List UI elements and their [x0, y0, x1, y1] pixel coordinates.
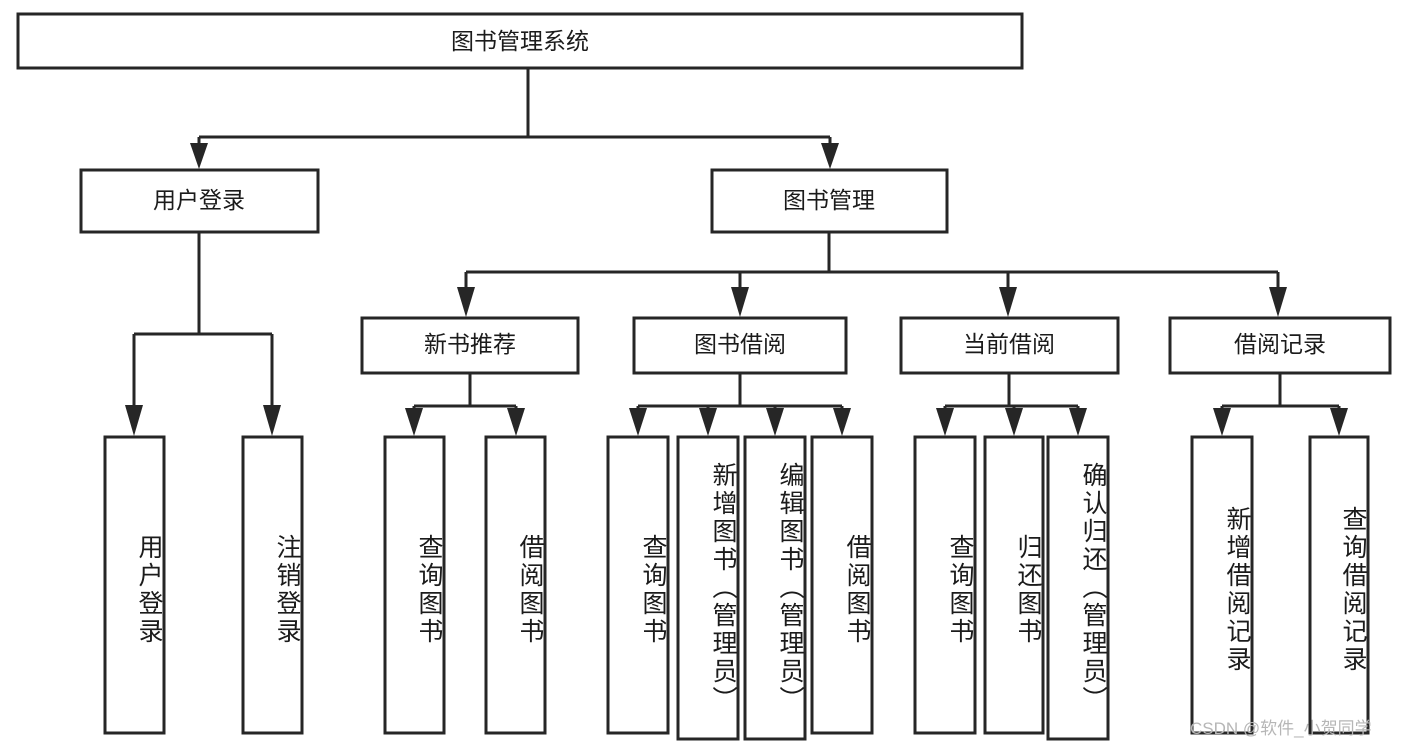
arrow-head-icon-leaf-borrow-book-2	[833, 408, 851, 436]
node-leaf-query-book-3-box[interactable]	[913, 435, 977, 735]
arrow-head-icon-borrow-record	[1269, 287, 1287, 317]
connector-book-management-to-level2	[457, 232, 1287, 317]
arrow-head-icon-leaf-borrow-book-1	[507, 408, 525, 436]
node-current-borrow-label: 当前借阅	[963, 331, 1055, 357]
node-leaf-edit-book-box[interactable]	[743, 435, 807, 741]
connector-borrow-record-to-leaves	[1213, 373, 1348, 436]
node-borrow-record-box[interactable]	[1168, 316, 1392, 375]
arrow-head-icon-book-management	[821, 143, 839, 169]
node-new-book-recommend[interactable]: 新书推荐	[360, 316, 580, 375]
node-book-borrow[interactable]: 图书借阅	[632, 316, 848, 375]
arrow-head-icon-new-book-recommend	[457, 287, 475, 317]
node-book-management[interactable]: 图书管理	[710, 168, 949, 234]
node-leaf-add-book-box[interactable]	[676, 435, 740, 741]
node-root-box[interactable]	[16, 12, 1024, 70]
node-borrow-record-label: 借阅记录	[1234, 331, 1326, 357]
arrow-head-icon-leaf-user-login	[125, 405, 143, 436]
node-leaf-borrow-book-2-box[interactable]	[810, 435, 874, 735]
node-new-book-recommend-label: 新书推荐	[424, 331, 516, 357]
csdn-watermark: CSDN @软件_小贺同学	[1190, 719, 1372, 738]
node-book-borrow-box[interactable]	[632, 316, 848, 375]
arrow-head-icon-leaf-add-record	[1213, 408, 1231, 436]
arrow-head-icon-leaf-edit-book	[766, 408, 784, 436]
arrow-head-icon-leaf-logout-login	[263, 405, 281, 436]
node-leaf-query-record-box[interactable]	[1308, 435, 1370, 735]
arrow-head-icon-book-borrow	[731, 287, 749, 317]
node-leaf-add-record-box[interactable]	[1190, 435, 1254, 735]
node-user-login[interactable]: 用户登录	[79, 168, 320, 234]
node-book-management-box[interactable]	[710, 168, 949, 234]
connector-user-login-to-leaves	[125, 232, 281, 436]
arrow-head-icon-leaf-query-record	[1330, 408, 1348, 436]
node-root-label: 图书管理系统	[451, 28, 589, 54]
arrow-head-icon-leaf-return-book	[1005, 408, 1023, 436]
arrow-head-icon-leaf-query-book-1	[405, 408, 423, 436]
arrow-head-icon-leaf-confirm-return	[1069, 408, 1087, 436]
node-leaf-query-book-2-box[interactable]	[606, 435, 670, 735]
connector-book-borrow-to-leaves	[629, 373, 851, 436]
node-book-borrow-label: 图书借阅	[694, 331, 786, 357]
arrow-head-icon-leaf-query-book-3	[936, 408, 954, 436]
connector-root-to-level1	[190, 68, 839, 169]
node-leaf-user-login-box[interactable]	[103, 435, 166, 735]
connector-current-borrow-to-leaves	[936, 373, 1087, 436]
arrow-head-icon-user-login	[190, 143, 208, 169]
arrow-head-icon-current-borrow	[999, 287, 1017, 317]
connector-new-book-recommend-to-leaves	[405, 373, 525, 436]
node-leaf-borrow-book-1-box[interactable]	[484, 435, 547, 735]
node-new-book-recommend-box[interactable]	[360, 316, 580, 375]
node-user-login-label: 用户登录	[153, 187, 245, 213]
node-current-borrow[interactable]: 当前借阅	[899, 316, 1120, 375]
node-current-borrow-box[interactable]	[899, 316, 1120, 375]
node-root[interactable]: 图书管理系统	[16, 12, 1024, 70]
node-leaf-logout-login-box[interactable]	[241, 435, 304, 735]
node-borrow-record[interactable]: 借阅记录	[1168, 316, 1392, 375]
arrow-head-icon-leaf-query-book-2	[629, 408, 647, 436]
node-book-management-label: 图书管理	[783, 187, 875, 213]
node-leaf-return-book-box[interactable]	[983, 435, 1045, 735]
node-leaf-query-book-1-box[interactable]	[383, 435, 446, 735]
node-leaf-confirm-return-box[interactable]	[1046, 435, 1110, 741]
arrow-head-icon-leaf-add-book	[699, 408, 717, 436]
